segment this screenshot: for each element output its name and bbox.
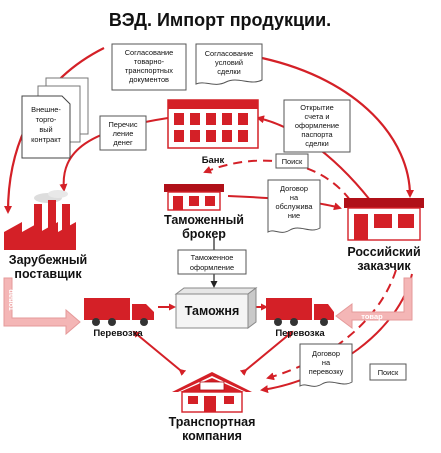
goods-label-left: товар xyxy=(6,289,15,311)
money-transfer-line1: Перечис xyxy=(108,120,137,129)
foreign-contract-line2: торго- xyxy=(36,115,57,124)
foreign-contract-line1: Внешне- xyxy=(31,105,61,114)
customer-label-line1: Российский xyxy=(347,245,420,259)
arrow-deal-to-customer xyxy=(261,56,414,198)
bank-building: Банк xyxy=(167,99,259,166)
deal-terms-line3: сделки xyxy=(217,67,241,76)
arrow-transport-to-left-truck xyxy=(132,330,187,376)
service-contract-line4: ние xyxy=(288,211,300,220)
customer-label-line2: заказчик xyxy=(357,259,411,273)
transport-company-building: Транспортная компания xyxy=(169,372,256,443)
broker-label-line2: брокер xyxy=(182,227,226,241)
arrow-customer-to-broker xyxy=(203,159,351,201)
money-transfer-box: Перечис ление денег xyxy=(99,115,147,151)
left-transport-label: Перевозка xyxy=(93,328,143,339)
account-opening-box: Открытие счета и оформление паспорта сде… xyxy=(283,99,351,153)
transport-contract-line1: Договор xyxy=(312,349,340,358)
search-broker-box: Поиск xyxy=(275,153,309,169)
money-transfer-line2: ление xyxy=(113,129,134,138)
account-opening-line5: сделки xyxy=(305,139,329,148)
arrow-transport-to-right-truck xyxy=(239,330,294,376)
transport-contract-line2: на xyxy=(322,358,331,367)
customs-clearance-line1: Таможенное xyxy=(191,253,234,262)
bank-label: Банк xyxy=(202,155,225,166)
transport-contract-box: Договор на перевозку xyxy=(299,343,353,387)
goods-label-right: товар xyxy=(361,312,383,321)
customer-building: Российский заказчик xyxy=(344,198,424,273)
foreign-contract-line3: вый xyxy=(39,125,52,134)
page-title: ВЭД. Импорт продукции. xyxy=(109,10,331,30)
customs-box: Таможня xyxy=(174,287,258,329)
service-contract-line2: на xyxy=(290,193,299,202)
service-contract-box: Договор на обслужива ние xyxy=(267,179,321,233)
left-truck: Перевозка xyxy=(84,298,154,339)
deal-terms-line1: Согласование xyxy=(205,49,254,58)
search-broker-label: Поиск xyxy=(282,157,303,166)
deal-terms-box: Согласование условий сделки xyxy=(195,43,263,85)
goods-flow-right: товар xyxy=(335,277,413,329)
deal-terms-line2: условий xyxy=(215,58,243,67)
transport-docs-line2: товарно- xyxy=(134,57,165,66)
search-transport-label: Поиск xyxy=(378,368,399,377)
transport-docs-line1: Согласование xyxy=(125,48,174,57)
account-opening-line3: оформление xyxy=(295,121,339,130)
account-opening-line4: паспорта xyxy=(301,130,333,139)
service-contract-line3: обслужива xyxy=(275,202,313,211)
customs-clearance-line2: оформление xyxy=(190,263,234,272)
supplier-factory: Зарубежный поставщик xyxy=(4,190,87,281)
transport-docs-line4: документов xyxy=(129,75,169,84)
service-contract-line1: Договор xyxy=(280,184,308,193)
goods-flow-left: товар xyxy=(3,277,81,336)
transport-contract-line3: перевозку xyxy=(309,367,344,376)
customs-broker-building: Таможенный брокер xyxy=(164,184,244,241)
customs-label: Таможня xyxy=(185,304,240,318)
supplier-label-line2: поставщик xyxy=(14,267,82,281)
broker-label-line1: Таможенный xyxy=(164,213,244,227)
right-transport-label: Перевозка xyxy=(275,328,325,339)
transport-docs-line3: транспортных xyxy=(125,66,173,75)
transport-company-label-line2: компания xyxy=(182,429,242,443)
customs-clearance-box: Таможенное оформление xyxy=(177,249,247,275)
foreign-contract-line4: контракт xyxy=(31,135,61,144)
search-transport-box: Поиск xyxy=(369,363,407,381)
supplier-label-line1: Зарубежный xyxy=(9,253,88,267)
right-truck: Перевозка xyxy=(266,298,334,339)
account-opening-line1: Открытие xyxy=(300,103,333,112)
transport-docs-box: Согласование товарно- транспортных докум… xyxy=(111,43,187,91)
money-transfer-line3: денег xyxy=(113,138,133,147)
foreign-contract-doc: Внешне- торго- вый контракт xyxy=(21,77,89,159)
account-opening-line2: счета и xyxy=(305,112,330,121)
transport-company-label-line1: Транспортная xyxy=(169,415,256,429)
arrow-search-transport xyxy=(266,269,397,381)
